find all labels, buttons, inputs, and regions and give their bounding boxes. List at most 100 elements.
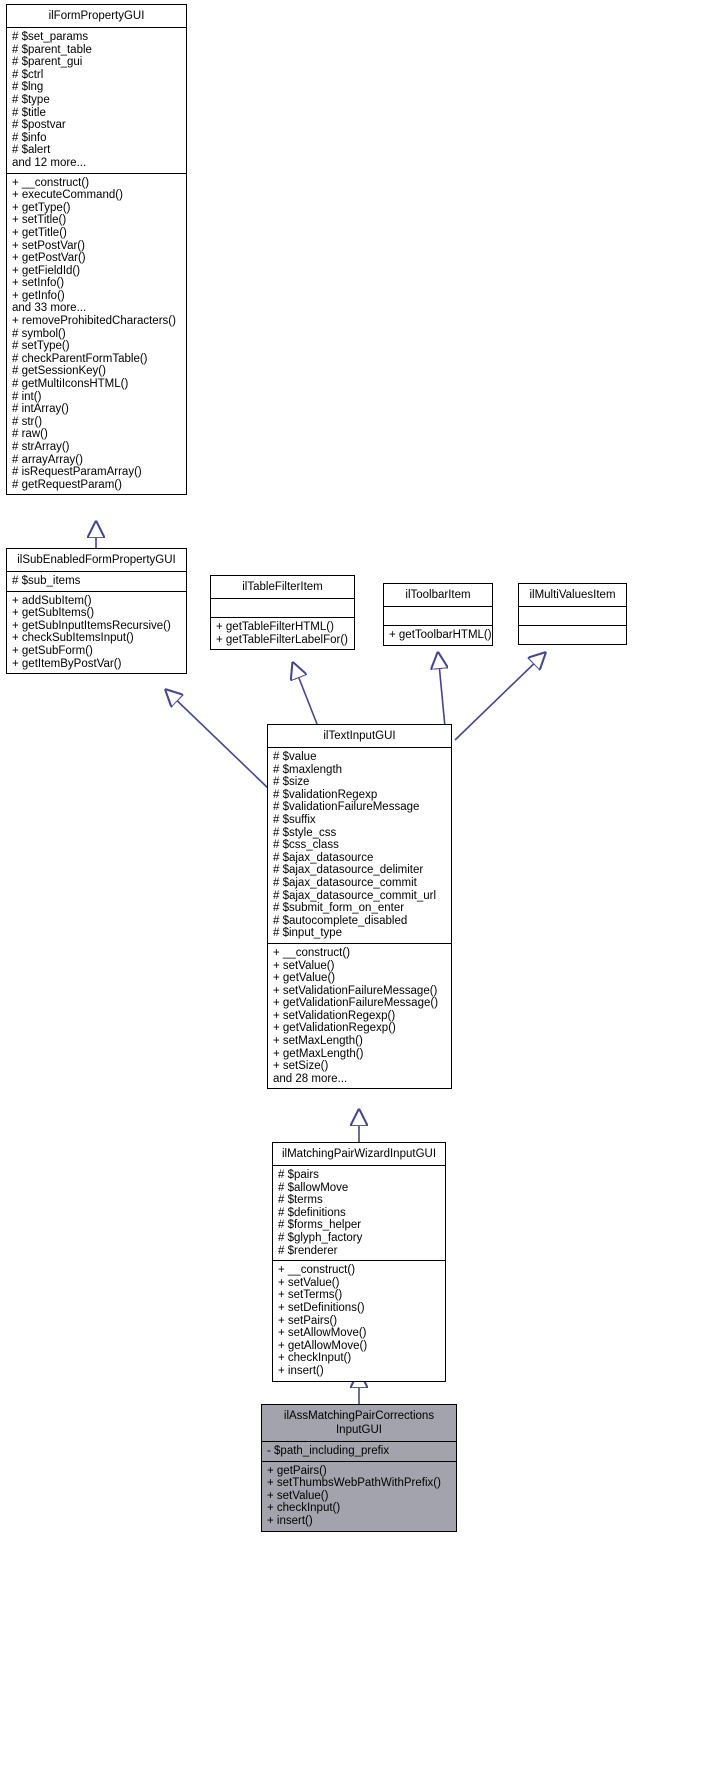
attributes-compartment: # $set_params# $parent_table# $parent_gu… <box>7 28 186 173</box>
class-member-row: # intArray() <box>12 403 69 416</box>
class-member-row: + checkInput() <box>267 1502 341 1515</box>
methods-compartment: + getPairs()+ setThumbsWebPathWithPrefix… <box>262 1462 456 1531</box>
methods-compartment <box>519 626 626 644</box>
class-member-row: - $path_including_prefix <box>267 1445 390 1457</box>
class-member-row: # arrayArray() <box>12 453 83 466</box>
class-member-row: # $set_params <box>12 31 89 43</box>
attributes-compartment: - $path_including_prefix <box>262 1442 456 1461</box>
class-member-row: + insert() <box>267 1514 313 1527</box>
class-title: ilToolbarItem <box>405 589 471 601</box>
attributes-compartment <box>519 607 626 625</box>
class-member-row: # $validationFailureMessage <box>273 801 420 814</box>
compartment-divider <box>7 571 186 572</box>
class-member-row: + __construct() <box>12 176 90 189</box>
compartment-divider <box>384 625 492 626</box>
class-node-ilMatchingPairWizardInputGUI[interactable]: ilMatchingPairWizardInputGUI # $pairs# $… <box>272 1142 446 1382</box>
class-node-ilFormPropertyGUI[interactable]: ilFormPropertyGUI # $set_params# $parent… <box>6 4 187 496</box>
class-node-ilTextInputGUI[interactable]: ilTextInputGUI # $value# $maxlength# $si… <box>267 724 452 1090</box>
class-member-row: + setTerms() <box>278 1289 343 1302</box>
class-member-row: and 33 more... <box>12 302 87 315</box>
class-member-row: # $sub_items <box>12 575 81 587</box>
class-member-row: # $ajax_datasource_delimiter <box>273 864 424 877</box>
class-member-row: # $value <box>273 751 317 763</box>
compartment-divider <box>384 606 492 607</box>
class-title: ilTextInputGUI <box>323 730 396 742</box>
class-member-row: + setValue() <box>278 1276 340 1289</box>
class-member-row: + getValidationRegexp() <box>273 1022 396 1035</box>
class-node-ilToolbarItem[interactable]: ilToolbarItem + getToolbarHTML() <box>383 583 493 646</box>
class-member-row: # $submit_form_on_enter <box>273 902 405 915</box>
class-member-row: # int() <box>12 390 42 403</box>
class-member-row: + removeProhibitedCharacters() <box>12 315 176 328</box>
class-member-row: # $terms <box>278 1194 323 1207</box>
methods-compartment: + __construct()+ setValue()+ getValue()+… <box>268 944 451 1089</box>
class-member-row: + getTableFilterHTML() <box>216 621 334 633</box>
class-member-row: # $info <box>12 131 47 144</box>
class-title: ilTableFilterItem <box>242 581 323 593</box>
methods-compartment: + getToolbarHTML() <box>384 626 492 645</box>
class-member-row: + getItemByPostVar() <box>12 657 122 670</box>
class-title: ilAssMatchingPairCorrections InputGUI <box>283 1410 435 1436</box>
compartment-divider <box>211 598 354 599</box>
class-member-row: # $ajax_datasource <box>273 851 374 864</box>
class-member-row: + setValue() <box>267 1489 329 1502</box>
class-member-row: + setValue() <box>273 959 335 972</box>
class-member-row: # $parent_gui <box>12 56 83 69</box>
class-member-row: # $parent_table <box>12 43 92 56</box>
class-member-row: # $ajax_datasource_commit <box>273 876 417 889</box>
class-member-row: + getPairs() <box>267 1464 327 1477</box>
edge-ilTextInputGUI-to-ilMultiValuesItem <box>454 653 545 741</box>
class-member-row: + setDefinitions() <box>278 1301 365 1314</box>
class-member-row: + __construct() <box>273 946 351 959</box>
class-member-row: + checkSubItemsInput() <box>12 632 134 645</box>
class-member-row: + setTitle() <box>12 214 67 227</box>
class-member-row: + setPostVar() <box>12 239 85 252</box>
class-node-ilSubEnabledFormPropertyGUI[interactable]: ilSubEnabledFormPropertyGUI # $sub_items… <box>6 548 187 675</box>
attributes-compartment <box>384 607 492 625</box>
class-node-ilMultiValuesItem[interactable]: ilMultiValuesItem <box>518 583 627 645</box>
class-member-row: # $renderer <box>278 1244 338 1257</box>
compartment-divider <box>7 172 186 174</box>
class-member-row: + setSize() <box>273 1060 329 1073</box>
class-member-row: + getMaxLength() <box>273 1047 364 1060</box>
attributes-compartment: # $sub_items <box>7 572 186 591</box>
class-member-row: # checkParentFormTable() <box>12 352 148 365</box>
class-node-ilAssMatchingPairCorrectionsInputGUI[interactable]: ilAssMatchingPairCorrections InputGUI - … <box>261 1404 457 1532</box>
class-member-row: # $ajax_datasource_commit_url <box>273 889 437 902</box>
compartment-divider <box>268 942 451 944</box>
class-title: ilMatchingPairWizardInputGUI <box>281 1148 437 1160</box>
class-member-row: # $allowMove <box>278 1181 349 1194</box>
class-member-row: and 12 more... <box>12 156 87 169</box>
class-member-row: + setInfo() <box>12 277 65 290</box>
class-member-row: + setValidationFailureMessage() <box>273 984 438 997</box>
class-member-row: # $css_class <box>273 839 339 852</box>
class-member-row: # $alert <box>12 144 51 157</box>
class-member-row: # $definitions <box>278 1206 346 1219</box>
class-member-row: # setType() <box>12 340 70 353</box>
methods-compartment: + addSubItem()+ getSubItems()+ getSubInp… <box>7 592 186 674</box>
class-node-ilTableFilterItem[interactable]: ilTableFilterItem + getTableFilterHTML()… <box>210 575 355 651</box>
class-member-row: # str() <box>12 415 43 428</box>
class-member-row: + setAllowMove() <box>278 1327 367 1340</box>
methods-compartment: + __construct()+ setValue()+ setTerms()+… <box>273 1261 445 1380</box>
class-member-row: # $suffix <box>273 813 316 826</box>
edge-ilTextInputGUI-to-ilSubEnabledFormPropertyGUI <box>166 690 271 791</box>
class-member-row: + getValidationFailureMessage() <box>273 997 439 1010</box>
class-member-row: # symbol() <box>12 327 66 340</box>
class-member-row: + getAllowMove() <box>278 1339 368 1352</box>
class-member-row: + setValidationRegexp() <box>273 1009 396 1022</box>
compartment-divider <box>519 606 626 607</box>
compartment-divider <box>7 590 186 592</box>
class-member-row: + getSubInputItemsRecursive() <box>12 619 171 632</box>
class-member-row: # $postvar <box>12 119 66 132</box>
class-member-row: + setMaxLength() <box>273 1035 363 1048</box>
class-member-row: + getInfo() <box>12 289 65 302</box>
class-member-row: + setThumbsWebPathWithPrefix() <box>267 1477 441 1490</box>
class-member-row: + checkInput() <box>278 1352 352 1365</box>
compartment-divider <box>268 747 451 748</box>
edge-ilTextInputGUI-to-ilTableFilterItem <box>293 663 318 725</box>
class-member-row: # getSessionKey() <box>12 365 106 378</box>
class-member-row: + insert() <box>278 1364 324 1377</box>
attributes-compartment: # $pairs# $allowMove# $terms# $definitio… <box>273 1166 445 1260</box>
class-member-row: # $autocomplete_disabled <box>273 914 408 927</box>
